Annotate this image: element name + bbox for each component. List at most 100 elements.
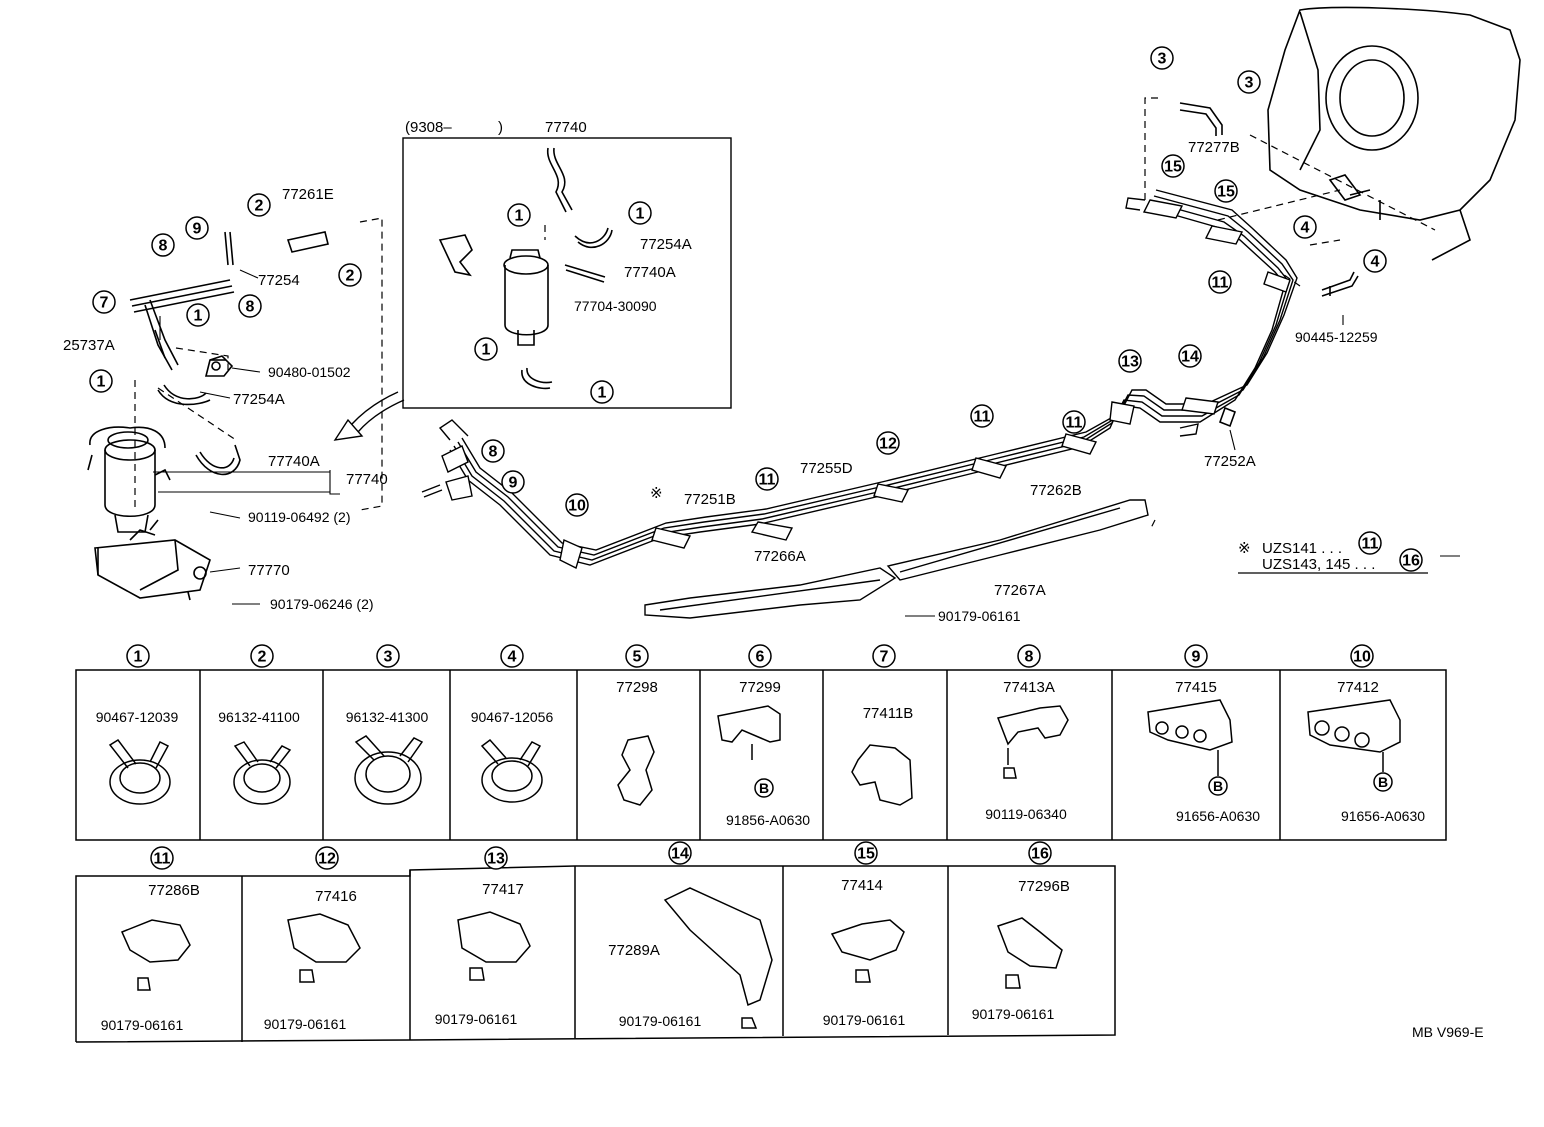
legend-callout-7: 7 [872,644,896,668]
legend-callout-2-number: 2 [258,649,267,666]
inset-range-close: ) [498,119,503,136]
legend-callout-12: 12 [315,846,339,870]
callout-3-25: 3 [1237,70,1261,94]
legend-part-drawings [108,699,1401,1029]
callout-1-9: 1 [628,201,652,225]
callout-2-0: 2 [247,193,271,217]
callout-2-0-ring [247,193,271,217]
callout-11-15-number: 11 [759,472,776,489]
legend-part-15: 77414 [841,877,883,894]
label-77254A-left: 77254A [233,391,285,408]
legend-callout-16: 16 [1028,841,1052,865]
callout-9-13-number: 9 [509,475,518,492]
callout-1-7: 1 [89,369,113,393]
callout-11-18-ring [1062,410,1086,434]
legend-callout-15: 15 [854,841,878,865]
leader-lines [153,269,1460,617]
label-77266A: 77266A [754,548,806,565]
legend-callout-15-ring [854,841,878,865]
fuel-hoses-left [129,231,329,476]
callout-1-10-number: 1 [482,342,491,359]
note-mark: ※ [1238,540,1251,557]
callout-2-0-number: 2 [255,198,264,215]
legend-callout-6: 6 [748,644,772,668]
legend-sub-10: 91656-A0630 [1341,808,1425,824]
legend-callout-1: 1 [126,644,150,668]
legend-callout-7-ring [872,644,896,668]
callout-11-17-number: 11 [974,409,991,426]
legend-part-5: 77298 [616,679,658,696]
callout-9-3-number: 9 [193,221,202,238]
line-clamps [441,199,1291,569]
legend-callout-12-ring [315,846,339,870]
legend-callout-10: 10 [1350,644,1374,668]
callout-9-3-ring [185,216,209,240]
callout-7-4-ring [92,290,116,314]
callout-1-8: 1 [507,203,531,227]
callout-15-22-ring [1161,154,1185,178]
callout-1-6: 1 [186,303,210,327]
callout-11-28-ring [1358,531,1382,555]
svg-text:B: B [1213,778,1223,794]
callout-8-5: 8 [238,294,262,318]
callout-11-21-ring [1208,270,1232,294]
label-77254A-inset: 77254A [640,236,692,253]
note-line1: UZS141 . . . [1262,540,1342,557]
legend-callout-13-number: 13 [487,851,505,868]
callout-1-8-number: 1 [515,208,524,225]
legend-callout-11: 11 [150,846,174,870]
callout-9-13-ring [501,470,525,494]
callout-8-12-ring [481,439,505,463]
legend-callout-8: 8 [1017,644,1041,668]
legend-text: 190467-12039296132-41100396132-413004904… [96,644,1425,1033]
callout-8-5-number: 8 [246,299,255,316]
callout-16-29-ring [1399,548,1423,572]
callout-4-27-number: 4 [1371,254,1380,271]
callout-1-10-ring [474,337,498,361]
legend-callout-9: 9 [1184,644,1208,668]
label-77251B: 77251B [684,491,736,508]
callout-15-22: 15 [1161,154,1185,178]
legend-sub-15: 90179-06161 [823,1012,906,1028]
svg-text:B: B [1378,774,1388,790]
legend-sub-16: 90179-06161 [972,1006,1055,1022]
legend-sub-6: 91856-A0630 [726,812,810,828]
legend-callout-8-number: 8 [1025,649,1034,666]
callout-16-29-number: 16 [1402,553,1420,570]
legend-sub-9: 91656-A0630 [1176,808,1260,824]
legend-callout-4: 4 [500,644,524,668]
legend-callout-3-number: 3 [384,649,393,666]
callout-9-3: 9 [185,216,209,240]
label-77277B: 77277B [1188,139,1240,156]
part-labels: (9308– ) 77740 77261E 77254 25737A 90480… [63,119,1484,1040]
label-77252A: 77252A [1204,453,1256,470]
legend-callout-10-number: 10 [1353,649,1371,666]
legend-callout-2: 2 [250,644,274,668]
fuel-tank [1267,6,1521,261]
leader-lines-dashed [134,97,1436,531]
callout-8-5-ring [238,294,262,318]
callout-1-11-number: 1 [598,385,607,402]
callout-11-15: 11 [755,467,779,491]
callout-11-18: 11 [1062,410,1086,434]
callout-1-8-ring [507,203,531,227]
callout-15-23-number: 15 [1217,184,1235,201]
callout-10-14-ring [565,493,589,517]
legend-part-10: 77412 [1337,679,1379,696]
callout-2-1-ring [338,263,362,287]
frame-rails [644,499,1149,619]
callout-1-9-number: 1 [636,206,645,223]
label-90179-06246: 90179-06246 (2) [270,596,374,612]
legend-callout-8-ring [1017,644,1041,668]
label-77261E: 77261E [282,186,334,203]
label-77740-left: 77740 [346,471,388,488]
svg-text:B: B [759,780,769,796]
label-77704-30090: 77704-30090 [574,298,657,314]
bolt-markers: B B B [759,774,1388,796]
callout-1-6-number: 1 [194,308,203,325]
legend-callout-6-number: 6 [756,649,765,666]
legend-part-3: 96132-41300 [346,709,429,725]
callout-3-24-number: 3 [1158,51,1167,68]
